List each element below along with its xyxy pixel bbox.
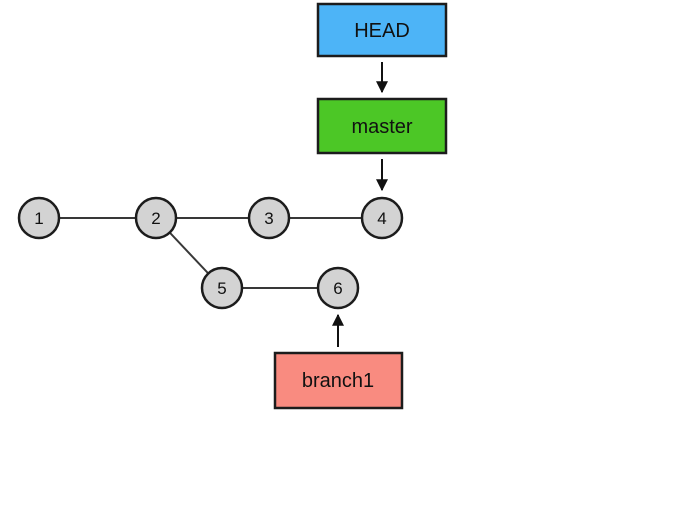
commit-node-4-label: 4 (377, 209, 386, 228)
commit-node-1-label: 1 (34, 209, 43, 228)
commit-node-6-circle (316, 266, 360, 310)
commit-node-3-label: 3 (264, 209, 273, 228)
commit-node-3-circle (247, 196, 291, 240)
commit-node-4-circle (360, 196, 404, 240)
head-box-rect (316, 2, 448, 58)
branch1-ref-box: branch1 (273, 351, 404, 410)
branch1-box-label: branch1 (302, 370, 374, 392)
commit-node-5-circle (200, 266, 244, 310)
commit-node-3: 3 (247, 196, 291, 240)
branch1-box-rect (273, 351, 404, 410)
commit-node-6-label: 6 (333, 279, 342, 298)
commit-node-6: 6 (316, 266, 360, 310)
commit-node-2-circle (134, 196, 178, 240)
commit-node-5: 5 (200, 266, 244, 310)
master-box-label: master (351, 116, 412, 138)
commit-node-1-circle (17, 196, 61, 240)
commit-node-5-label: 5 (217, 279, 226, 298)
head-ref-box: HEAD (316, 2, 448, 58)
commit-node-4: 4 (360, 196, 404, 240)
commit-node-1: 1 (17, 196, 61, 240)
master-box-rect (316, 97, 448, 155)
head-box-label: HEAD (354, 20, 410, 42)
commit-node-2: 2 (134, 196, 178, 240)
commit-node-2-label: 2 (151, 209, 160, 228)
master-ref-box: master (316, 97, 448, 155)
